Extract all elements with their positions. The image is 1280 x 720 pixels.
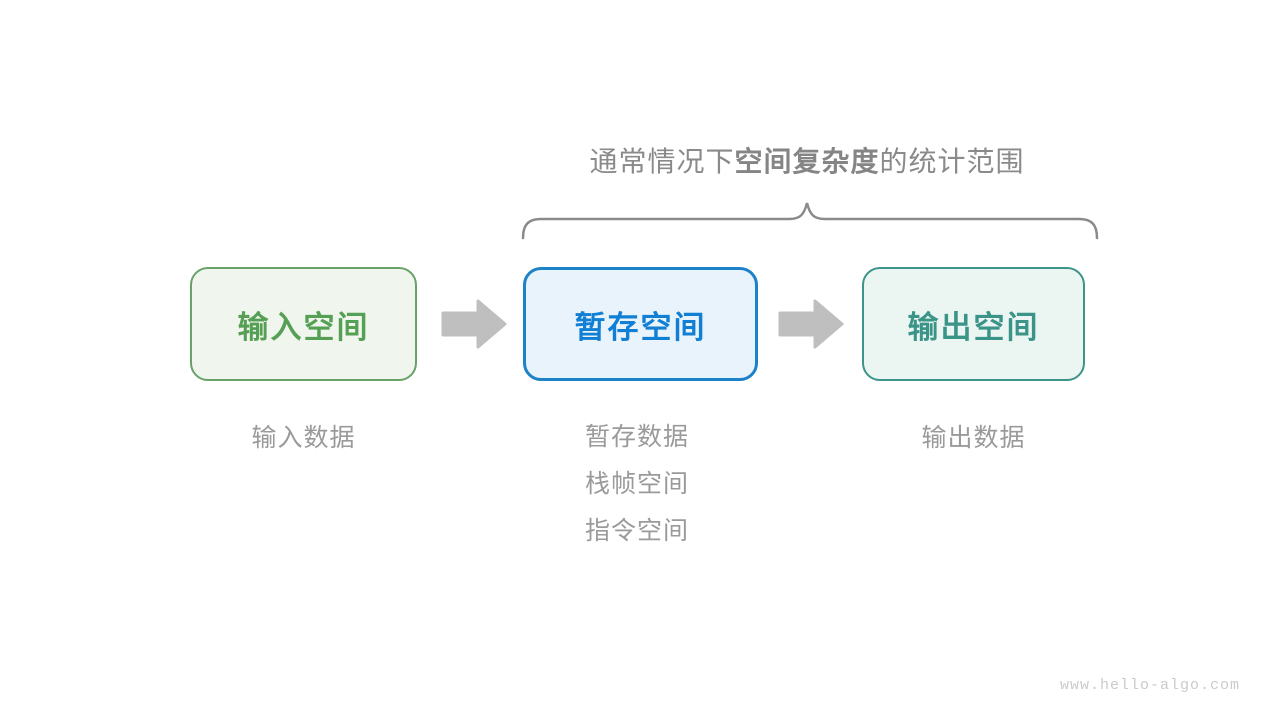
temp-space-label: 暂存空间 xyxy=(574,309,707,345)
site-watermark: www.hello-algo.com xyxy=(1059,677,1240,694)
instruction-space-note: 指令空间 xyxy=(585,517,690,545)
scope-brace-icon xyxy=(521,202,1099,240)
output-space-label: 输出空间 xyxy=(907,309,1040,345)
input-data-note: 输入数据 xyxy=(251,424,356,452)
input-space-box: 输入空间 xyxy=(190,267,417,381)
temp-space-notes: 暂存数据 栈帧空间 指令空间 xyxy=(585,414,689,555)
diagram-title: 通常情况下空间复杂度的统计范围 xyxy=(500,146,1114,178)
stack-frame-note: 栈帧空间 xyxy=(585,470,690,498)
temp-space-box: 暂存空间 xyxy=(523,267,758,381)
arrow-right-icon xyxy=(778,299,844,349)
temp-data-note: 暂存数据 xyxy=(585,423,690,451)
title-bold-term: 空间复杂度 xyxy=(734,146,880,177)
output-space-box: 输出空间 xyxy=(862,267,1085,381)
output-data-note: 输出数据 xyxy=(921,424,1026,452)
title-suffix: 的统计范围 xyxy=(879,146,1025,177)
title-prefix: 通常情况下 xyxy=(589,146,735,177)
arrow-right-icon xyxy=(441,299,507,349)
input-space-label: 输入空间 xyxy=(237,309,370,345)
